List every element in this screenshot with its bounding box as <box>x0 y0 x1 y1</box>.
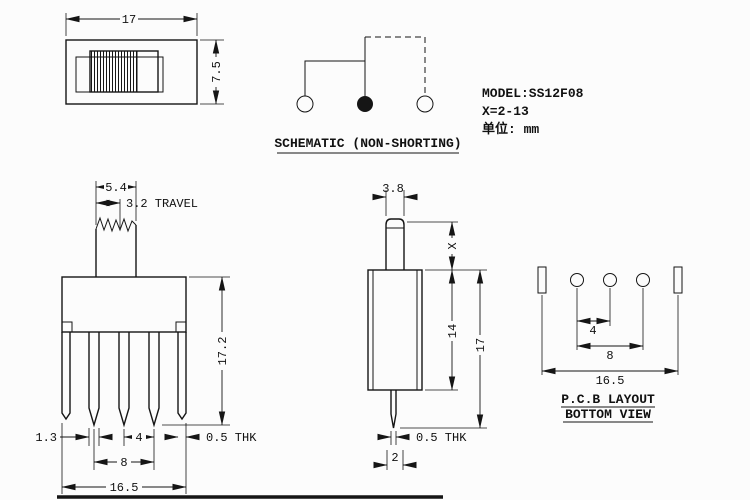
dim-label-top-width: 17 <box>122 13 136 27</box>
front-pins <box>88 332 160 428</box>
dim-front-knob-width: 5.4 <box>95 180 137 225</box>
dim-label-pin-span: 8 <box>120 456 127 470</box>
dim-side-knob-width: 3.8 <box>372 182 418 216</box>
dim-pcb-pitch: 4 <box>576 288 611 350</box>
top-view-knob <box>89 50 159 93</box>
schematic-terminal-left <box>296 95 314 113</box>
schematic-wire-right-dashed <box>365 36 426 96</box>
dim-label-side-thickness: 0.5 THK <box>416 431 467 445</box>
top-view: 17 7.5 <box>65 12 224 105</box>
dim-pcb-total: 16.5 <box>541 295 679 388</box>
dim-label-body-height: 14 <box>446 324 460 338</box>
side-knob <box>385 218 405 270</box>
front-pin-1 <box>88 332 100 428</box>
pcb-title-line1: P.C.B LAYOUT <box>561 392 655 407</box>
dim-label-pcb-pitch: 4 <box>589 324 596 338</box>
dim-side-pin-width: 2 <box>373 450 417 470</box>
dim-front-total-width: 16.5 <box>61 423 187 495</box>
dim-label-knob-width: 5.4 <box>105 181 127 195</box>
dim-label-side-pin-width: 2 <box>391 451 398 465</box>
schematic-label: SCHEMATIC (NON-SHORTING) <box>274 136 461 151</box>
dim-top-width: 17 <box>65 12 198 36</box>
dim-label-side-knob-width: 3.8 <box>382 182 404 196</box>
dim-side-thickness: 0.5 THK <box>377 431 467 445</box>
dim-side-body-height: 14 <box>425 269 460 391</box>
dim-side-knob-height: X <box>407 221 487 271</box>
info-block: MODEL:SS12F08 X=2-13 单位: mm <box>482 86 584 137</box>
dim-label-front-thickness: 0.5 THK <box>206 431 257 445</box>
dim-label-pin-pitch: 4 <box>135 431 142 445</box>
dim-label-travel: 3.2 TRAVEL <box>126 197 198 211</box>
front-body <box>61 276 187 333</box>
front-lug-left <box>61 332 71 421</box>
dim-front-pin-width: 1.3 <box>35 428 113 446</box>
dim-label-pcb-total: 16.5 <box>596 374 625 388</box>
side-view: 3.8 X 14 17 <box>367 182 488 470</box>
front-lug-right <box>177 332 187 421</box>
dim-top-height: 7.5 <box>200 39 224 105</box>
front-view: 5.4 3.2 TRAVEL 17.2 1.3 <box>35 180 257 495</box>
dim-label-total-height: 17 <box>474 338 488 352</box>
pcb-title-line2: BOTTOM VIEW <box>565 407 651 422</box>
dim-label-knob-height-x: X <box>446 242 460 249</box>
schematic: SCHEMATIC (NON-SHORTING) <box>274 36 462 154</box>
dim-label-pin-width: 1.3 <box>35 431 57 445</box>
schematic-wire-left <box>304 60 365 96</box>
front-pin-2 <box>118 332 130 428</box>
dim-side-total-height: 17 <box>400 269 488 429</box>
front-pin-3 <box>148 332 160 428</box>
pcb-hole-1 <box>570 273 584 287</box>
pcb-slot-right <box>673 266 683 294</box>
dim-pcb-span: 8 <box>576 288 644 363</box>
dim-front-travel: 3.2 TRAVEL <box>95 197 198 228</box>
dim-label-front-height: 17.2 <box>216 337 230 366</box>
schematic-terminal-right <box>416 95 434 113</box>
dim-label-pcb-span: 8 <box>606 349 613 363</box>
front-body-step-left <box>62 321 73 332</box>
schematic-terminal-common <box>357 96 373 112</box>
top-view-body <box>65 39 198 105</box>
pcb-layout: 4 8 16.5 P.C.B LAYOUT BOTTOM VIEW <box>537 266 683 423</box>
unit-note: 单位: mm <box>482 121 539 137</box>
dim-front-thickness: 0.5 THK <box>164 431 257 445</box>
dim-label-top-height: 7.5 <box>210 61 224 83</box>
front-knob-break-line <box>95 216 137 233</box>
top-view-knob-hatch <box>90 51 137 92</box>
dim-front-height: 17.2 <box>162 276 230 426</box>
model-number: MODEL:SS12F08 <box>482 86 584 101</box>
front-knob <box>95 216 137 277</box>
x-range: X=2-13 <box>482 104 529 119</box>
side-body <box>367 269 423 391</box>
pcb-hole-3 <box>636 273 650 287</box>
side-pin <box>390 390 397 429</box>
pcb-slot-left <box>537 266 547 294</box>
front-body-step-right <box>175 321 186 332</box>
dim-front-pin-span: 8 <box>93 429 155 470</box>
pcb-hole-2 <box>603 273 617 287</box>
dim-label-total-width: 16.5 <box>110 481 139 495</box>
